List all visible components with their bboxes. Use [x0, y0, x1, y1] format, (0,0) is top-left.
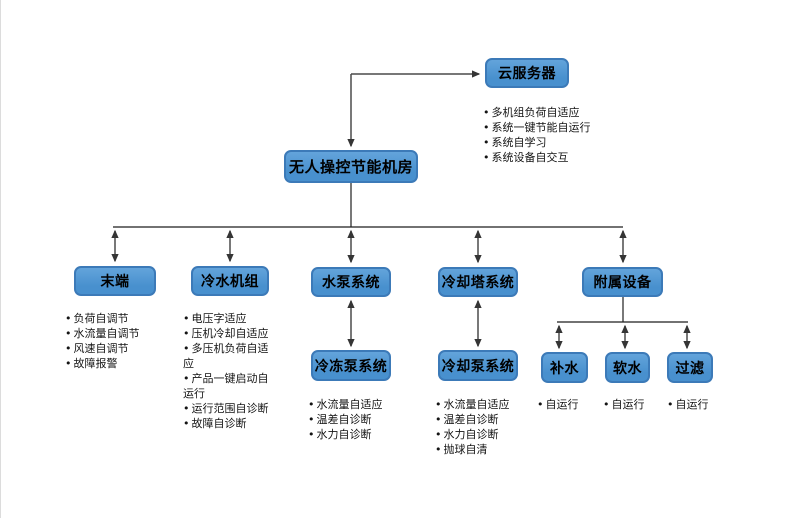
node-chiller-unit: 冷水机组 — [191, 266, 269, 296]
terminal-bullet-list: 负荷自调节水流量自调节风速自调节故障报警 — [65, 311, 165, 371]
bullet-item: 系统一键节能自运行 — [483, 120, 598, 135]
filter-bullet-list: 自运行 — [667, 397, 722, 412]
bullet-item: 水流量自适应 — [435, 397, 535, 412]
bullet-item: 故障自诊断 — [183, 416, 273, 431]
bullet-item: 故障报警 — [65, 356, 165, 371]
bullet-item: 负荷自调节 — [65, 311, 165, 326]
node-filter: 过滤 — [667, 352, 713, 383]
chilled-pump-bullet-list: 水流量自适应温差自诊断水力自诊断 — [308, 397, 408, 442]
bullet-item: 自运行 — [603, 397, 658, 412]
soft-water-bullet-list: 自运行 — [603, 397, 658, 412]
node-cooling-pump-system: 冷却泵系统 — [438, 350, 518, 381]
node-soft-water: 软水 — [605, 352, 650, 383]
bullet-item: 水力自诊断 — [435, 427, 535, 442]
makeup-water-bullet-list: 自运行 — [537, 397, 592, 412]
node-pump-system: 水泵系统 — [311, 267, 391, 297]
node-makeup-water: 补水 — [541, 352, 588, 383]
bullet-item: 温差自诊断 — [435, 412, 535, 427]
bullet-item: 温差自诊断 — [308, 412, 408, 427]
node-chilled-pump-system: 冷冻泵系统 — [311, 350, 391, 381]
bullet-item: 水力自诊断 — [308, 427, 408, 442]
bullet-item: 水流量自调节 — [65, 326, 165, 341]
bullet-item: 电压字适应 — [183, 311, 273, 326]
bullet-item: 系统自学习 — [483, 135, 598, 150]
node-cloud-server: 云服务器 — [485, 58, 569, 88]
bullet-item: 多压机负荷自适应 — [183, 341, 273, 371]
bullet-item: 水流量自适应 — [308, 397, 408, 412]
bullet-item: 自运行 — [537, 397, 592, 412]
node-auxiliary-equipment: 附属设备 — [582, 267, 663, 297]
bullet-item: 风速自调节 — [65, 341, 165, 356]
node-terminal: 末端 — [74, 266, 156, 296]
bullet-item: 多机组负荷自适应 — [483, 105, 598, 120]
bullet-item: 抛球自清 — [435, 442, 535, 457]
bullet-item: 压机冷却自适应 — [183, 326, 273, 341]
cloud-server-bullet-list: 多机组负荷自适应系统一键节能自运行系统自学习系统设备自交互 — [483, 105, 598, 165]
node-cooling-tower-system: 冷却塔系统 — [438, 267, 518, 297]
chiller-bullet-list: 电压字适应压机冷却自适应多压机负荷自适应产品一键启动自运行运行范围自诊断故障自诊… — [183, 311, 273, 431]
bullet-item: 运行范围自诊断 — [183, 401, 273, 416]
bullet-item: 系统设备自交互 — [483, 150, 598, 165]
node-root-machine-room: 无人操控节能机房 — [284, 150, 418, 183]
bullet-item: 自运行 — [667, 397, 722, 412]
bullet-item: 产品一键启动自运行 — [183, 371, 273, 401]
cooling-pump-bullet-list: 水流量自适应温差自诊断水力自诊断抛球自清 — [435, 397, 535, 457]
